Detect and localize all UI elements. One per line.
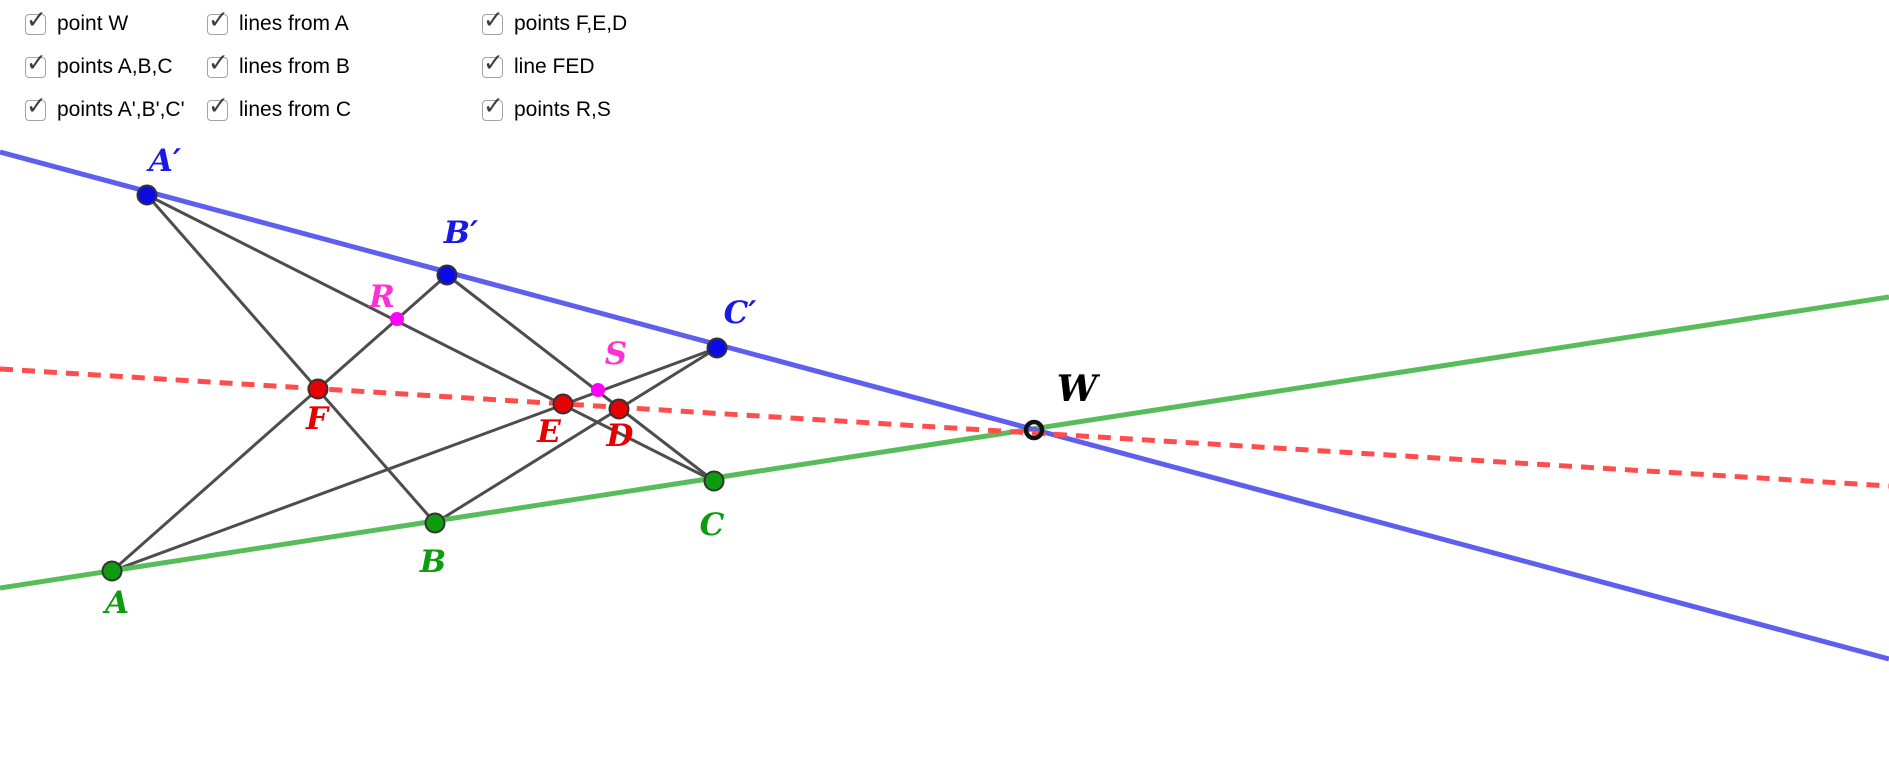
label-A: A	[102, 585, 129, 621]
label-D: D	[606, 418, 634, 454]
checkbox-column-2: ✓ lines from A ✓ lines from B ✓ lines from C	[207, 7, 352, 121]
checkmark-icon: ✓	[26, 90, 47, 120]
checkmark-icon: ✓	[483, 90, 504, 120]
checkbox-box-lines-from-b[interactable]: ✓	[207, 50, 229, 78]
checkbox-label-points-fed: points F,E,D	[514, 12, 628, 35]
checkbox-box-lines-from-a[interactable]: ✓	[207, 7, 229, 35]
checkbox-column-3: ✓ points F,E,D ✓ line FED ✓ points R,S	[482, 7, 628, 121]
checkmark-icon: ✓	[483, 47, 504, 77]
point-D	[608, 398, 630, 420]
point-C[interactable]	[703, 470, 725, 492]
checkmark-icon: ✓	[483, 4, 504, 34]
checkbox-box-points-fed[interactable]: ✓	[482, 7, 504, 35]
point-Aprime[interactable]	[136, 184, 158, 206]
segment-C-Aprime	[146, 193, 715, 483]
label-Aprime: A′	[146, 143, 181, 179]
checkbox-column-1: ✓ point W ✓ points A,B,C ✓ points A',B',C'	[25, 7, 185, 121]
checkbox-label-point-w: point W	[57, 12, 129, 35]
checkbox-lines-from-c[interactable]: ✓ lines from C	[207, 93, 352, 121]
checkmark-icon: ✓	[208, 90, 229, 120]
checkbox-point-w[interactable]: ✓ point W	[25, 7, 185, 35]
point-Bprime[interactable]	[436, 264, 458, 286]
checkbox-label-points-abc: points A,B,C	[57, 55, 173, 78]
checkbox-box-points-rs[interactable]: ✓	[482, 93, 504, 121]
label-R: R	[368, 279, 395, 315]
checkmark-icon: ✓	[26, 47, 47, 77]
checkbox-points-rs[interactable]: ✓ points R,S	[482, 93, 627, 121]
checkbox-points-abc-prime[interactable]: ✓ points A',B',C'	[25, 93, 185, 121]
checkbox-lines-from-b[interactable]: ✓ lines from B	[207, 50, 351, 78]
checkbox-box-points-abc-prime[interactable]: ✓	[25, 93, 47, 121]
checkbox-points-fed[interactable]: ✓ points F,E,D	[482, 7, 628, 35]
checkbox-box-lines-from-c[interactable]: ✓	[207, 93, 229, 121]
segment-C-Bprime	[446, 273, 715, 483]
checkmark-icon: ✓	[26, 4, 47, 34]
label-S: S	[605, 336, 627, 372]
checkbox-label-points-abc-prime: points A',B',C'	[57, 98, 185, 121]
checkbox-line-fed[interactable]: ✓ line FED	[482, 50, 627, 78]
point-W	[1023, 419, 1045, 441]
point-A[interactable]	[101, 560, 123, 582]
label-W: W	[1057, 368, 1101, 410]
point-E	[552, 393, 574, 415]
checkbox-label-lines-from-b: lines from B	[239, 55, 350, 78]
checkbox-box-points-abc[interactable]: ✓	[25, 50, 47, 78]
segment-B-Aprime	[145, 194, 437, 524]
checkbox-label-line-fed: line FED	[514, 55, 595, 78]
line-ABC	[0, 294, 1889, 591]
point-R	[390, 312, 404, 326]
point-F	[307, 378, 329, 400]
checkbox-label-points-rs: points R,S	[514, 98, 611, 121]
label-C: C	[700, 507, 725, 543]
label-Cprime: C′	[724, 295, 757, 331]
point-B[interactable]	[424, 512, 446, 534]
line-FED	[0, 366, 1889, 489]
line-ApBpCp	[0, 149, 1889, 662]
label-F: F	[305, 401, 330, 437]
checkbox-box-point-w[interactable]: ✓	[25, 7, 47, 35]
point-S	[591, 383, 605, 397]
label-B: B	[419, 544, 446, 580]
segment-A-Cprime	[111, 346, 718, 573]
label-E: E	[536, 414, 561, 450]
checkmark-icon: ✓	[208, 47, 229, 77]
segment-B-Cprime	[434, 346, 718, 525]
checkbox-lines-from-a[interactable]: ✓ lines from A	[207, 7, 351, 35]
checkbox-box-line-fed[interactable]: ✓	[482, 50, 504, 78]
checkbox-label-lines-from-a: lines from A	[239, 12, 349, 35]
checkbox-label-lines-from-c: lines from C	[239, 98, 352, 121]
label-Bprime: B′	[443, 215, 478, 251]
segment-A-Bprime	[111, 273, 448, 573]
checkbox-points-abc[interactable]: ✓ points A,B,C	[25, 50, 185, 78]
point-Cprime[interactable]	[706, 337, 728, 359]
checkmark-icon: ✓	[208, 4, 229, 34]
